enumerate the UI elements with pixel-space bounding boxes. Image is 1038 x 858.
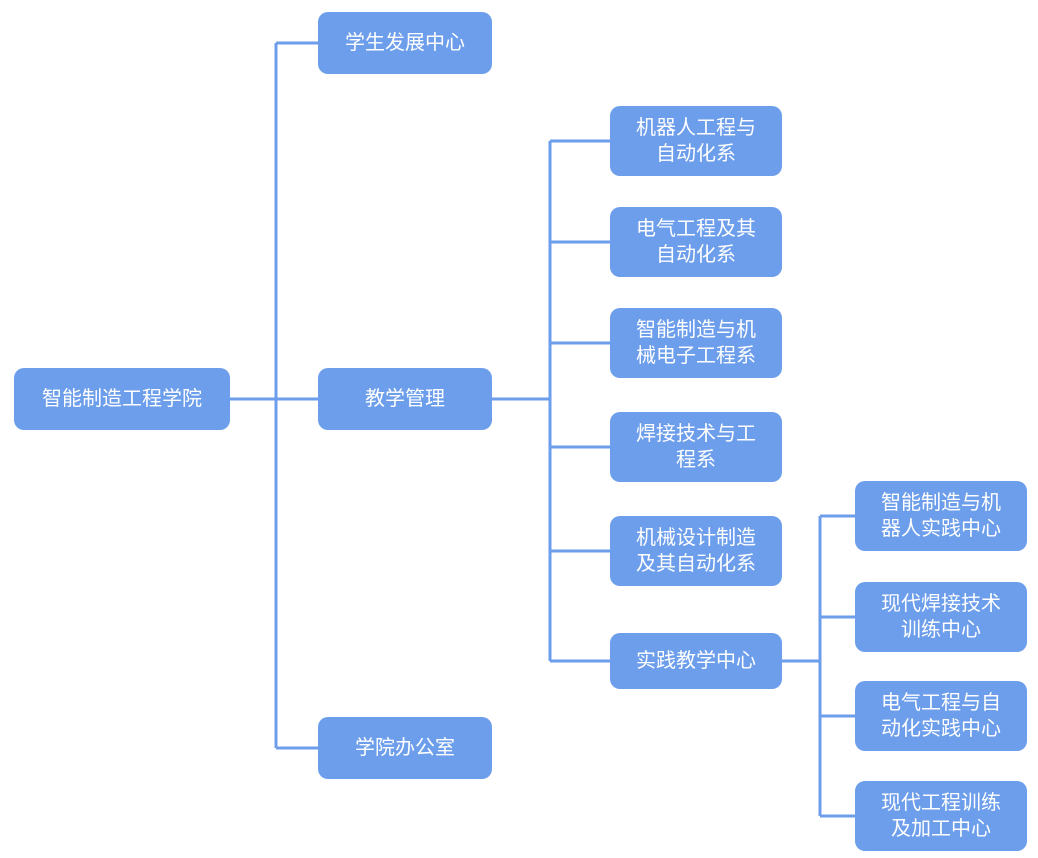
node-label: 学生发展中心 (345, 32, 465, 54)
node-label-line2: 自动化系 (656, 143, 736, 165)
node-label-line2: 械电子工程系 (636, 345, 756, 367)
node-label-line1: 焊接技术与工 (636, 423, 756, 445)
node-label-line1: 电气工程及其 (636, 218, 756, 240)
node-label-line1: 电气工程与自 (881, 692, 1001, 714)
node-label-line1: 现代工程训练 (881, 792, 1001, 814)
node-practice-teaching-center: 实践教学中心 (610, 633, 782, 689)
node-label-line1: 智能制造与机 (881, 492, 1001, 514)
node-label: 智能制造工程学院 (42, 388, 202, 410)
node-intelligent-manufacturing-robot-practice-center: 智能制造与机 器人实践中心 (855, 481, 1027, 551)
node-label: 实践教学中心 (636, 650, 756, 672)
node-label-line2: 动化实践中心 (881, 718, 1001, 740)
node-college-office: 学院办公室 (318, 717, 492, 779)
node-label-line2: 自动化系 (656, 244, 736, 266)
node-label-line2: 训练中心 (901, 619, 981, 641)
node-label-line1: 现代焊接技术 (881, 593, 1001, 615)
node-label-line2: 及其自动化系 (636, 553, 756, 575)
node-label-line2: 器人实践中心 (881, 518, 1001, 540)
node-label-line1: 机械设计制造 (636, 527, 756, 549)
node-teaching-management: 教学管理 (318, 368, 492, 430)
node-modern-welding-training-center: 现代焊接技术 训练中心 (855, 582, 1027, 652)
node-robotics-automation-dept: 机器人工程与 自动化系 (610, 106, 782, 176)
node-label: 学院办公室 (355, 737, 455, 759)
node-label: 教学管理 (365, 388, 445, 410)
node-modern-engineering-training-center: 现代工程训练 及加工中心 (855, 781, 1027, 851)
node-mechanical-design-dept: 机械设计制造 及其自动化系 (610, 516, 782, 586)
node-electrical-automation-dept: 电气工程及其 自动化系 (610, 207, 782, 277)
node-student-development-center: 学生发展中心 (318, 12, 492, 74)
node-label-line1: 机器人工程与 (636, 117, 756, 139)
node-label-line1: 智能制造与机 (636, 319, 756, 341)
node-electrical-automation-practice-center: 电气工程与自 动化实践中心 (855, 681, 1027, 751)
node-root-college: 智能制造工程学院 (14, 368, 230, 430)
node-welding-technology-dept: 焊接技术与工 程系 (610, 412, 782, 482)
node-label-line2: 及加工中心 (891, 818, 991, 840)
node-label-line2: 程系 (676, 449, 716, 471)
node-intelligent-manufacturing-mechatronics-dept: 智能制造与机 械电子工程系 (610, 308, 782, 378)
